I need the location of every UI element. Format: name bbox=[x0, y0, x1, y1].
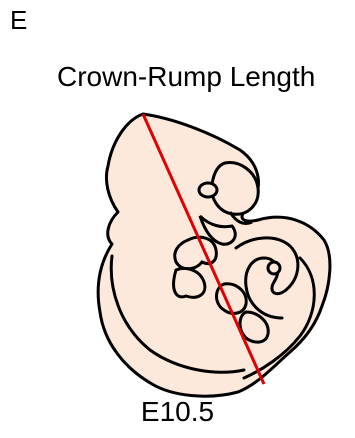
tail-tip bbox=[268, 262, 280, 274]
otic-vesicle bbox=[199, 183, 217, 197]
stage-label: E10.5 bbox=[0, 395, 355, 429]
